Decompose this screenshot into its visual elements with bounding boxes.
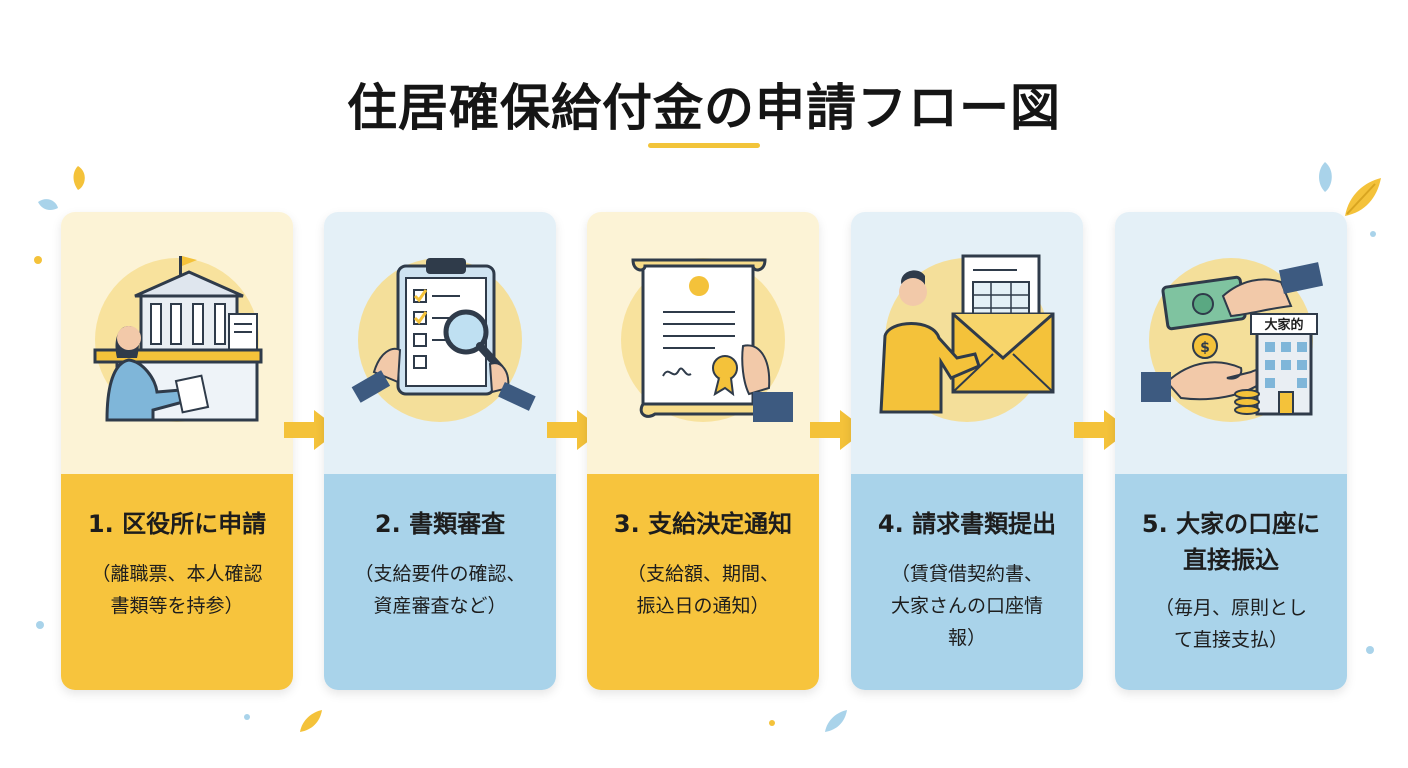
dot-decoration	[1366, 646, 1374, 654]
step-title-line: 5. 大家の口座に	[1141, 510, 1321, 538]
step-text-area: 5. 大家の口座に 直接振込 （毎月、原則とし て直接支払）	[1115, 474, 1347, 690]
step-desc-line: て直接支払）	[1173, 629, 1288, 651]
leaf-decoration-icon	[825, 710, 847, 732]
step-illustration-area	[587, 212, 819, 474]
clipboard-magnifier-icon	[351, 258, 536, 422]
step-desc-line: 振込日の通知）	[636, 595, 770, 617]
step-desc-line: （支給要件の確認、	[354, 563, 526, 585]
step-desc-line: （賃貸借契約書、	[890, 563, 1043, 585]
step-title: 4. 請求書類提出	[877, 510, 1057, 538]
step-desc-line: 大家さんの口座情	[890, 595, 1043, 617]
step-title: 3. 支給決定通知	[613, 510, 793, 538]
step-card-2: 2. 書類審査 （支給要件の確認、 資産審査など）	[324, 212, 556, 690]
certificate-icon	[621, 258, 793, 422]
title-underline	[648, 143, 760, 148]
leaf-decoration-icon	[1319, 162, 1381, 237]
step-desc-line: 報）	[947, 627, 986, 649]
step-desc-line: （離職票、本人確認	[91, 563, 263, 585]
step-illustration-area	[851, 212, 1083, 474]
leaf-decoration-icon	[38, 166, 85, 210]
dot-decoration	[769, 720, 775, 726]
step-desc-line: （支給額、期間、	[626, 563, 779, 585]
page-title: 住居確保給付金の申請フロー図	[347, 79, 1061, 137]
step-desc-line: （毎月、原則とし	[1154, 597, 1307, 619]
step-desc-line: 資産審査など）	[373, 595, 507, 617]
step-title: 1. 区役所に申請	[87, 510, 267, 538]
dot-decoration	[244, 714, 250, 720]
step-illustration-area	[324, 212, 556, 474]
step-card-1: 1. 区役所に申請 （離職票、本人確認 書類等を持参）	[61, 212, 293, 690]
step-text-area: 4. 請求書類提出 （賃貸借契約書、 大家さんの口座情 報）	[851, 474, 1083, 690]
step-text-area: 3. 支給決定通知 （支給額、期間、 振込日の通知）	[587, 474, 819, 690]
step-illustration-area	[61, 212, 293, 474]
svg-text:$: $	[1200, 340, 1210, 356]
dot-decoration	[36, 621, 44, 629]
city-office-icon	[93, 256, 263, 422]
step-text-area: 1. 区役所に申請 （離職票、本人確認 書類等を持参）	[61, 474, 293, 690]
step-desc-line: 書類等を持参）	[110, 595, 244, 617]
step-card-5: $ 大家的 5. 大家の口座に 直接振込 （毎月、原則とし て直接支払）	[1115, 212, 1347, 690]
leaf-decoration-icon	[300, 710, 322, 732]
building-sign: 大家的	[1264, 317, 1303, 333]
step-card-4: 4. 請求書類提出 （賃貸借契約書、 大家さんの口座情 報）	[851, 212, 1083, 690]
step-card-3: 3. 支給決定通知 （支給額、期間、 振込日の通知）	[587, 212, 819, 690]
money-transfer-icon: $ 大家的	[1141, 258, 1324, 422]
envelope-document-icon	[879, 254, 1055, 422]
step-title: 2. 書類審査	[374, 510, 506, 538]
step-illustration-area: $ 大家的	[1115, 212, 1347, 474]
dot-decoration	[34, 256, 42, 264]
step-text-area: 2. 書類審査 （支給要件の確認、 資産審査など）	[324, 474, 556, 690]
step-title-line: 直接振込	[1183, 546, 1279, 574]
